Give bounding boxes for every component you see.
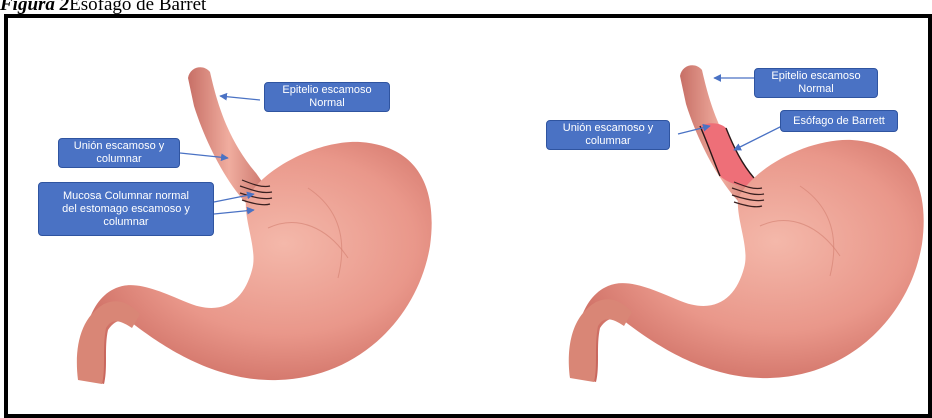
- right-barrett-label: Esófago de Barrett: [780, 110, 898, 132]
- left-mucosa-label: Mucosa Columnar normal del estomago esca…: [38, 182, 214, 236]
- left-epithelium-arrow: [220, 96, 260, 100]
- figure-number: Figura 2: [0, 0, 69, 15]
- figure-title: Esófago de Barret: [69, 0, 206, 15]
- right-barrett-arrow: [734, 126, 782, 150]
- figure-caption: Figura 2Esófago de Barret: [0, 0, 206, 14]
- right-epithelium-label: Epitelio escamoso Normal: [754, 68, 878, 98]
- left-epithelium-label: Epitelio escamoso Normal: [264, 82, 390, 112]
- left-junction-label: Unión escamoso y columnar: [58, 138, 180, 168]
- figure-frame: Epitelio escamoso Normal Unión escamoso …: [4, 14, 932, 418]
- right-junction-label: Unión escamoso y columnar: [546, 120, 670, 150]
- left-duodenum: [77, 301, 140, 384]
- right-duodenum: [569, 299, 632, 382]
